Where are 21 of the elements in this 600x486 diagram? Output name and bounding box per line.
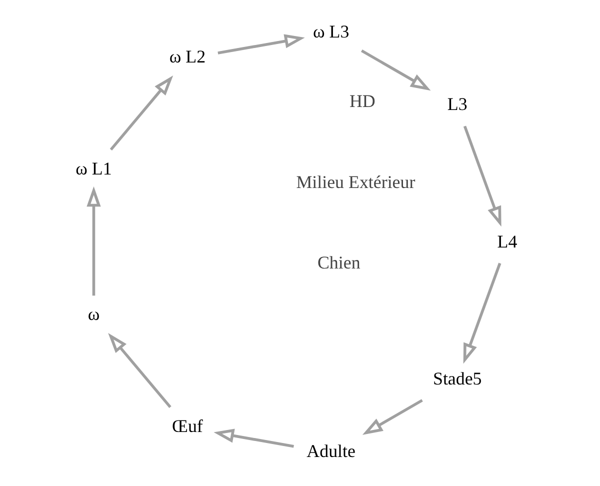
arrow	[362, 399, 422, 435]
node-text: Œuf	[172, 416, 202, 436]
node-text: L4	[496, 231, 517, 252]
arrow	[217, 34, 304, 54]
node-text: Stade5	[432, 368, 482, 388]
arrow	[360, 49, 430, 91]
arrow	[86, 186, 100, 296]
label: Chien	[316, 252, 360, 273]
node-text: Adulte	[306, 441, 355, 462]
node-text: ω L3	[312, 21, 349, 42]
label: Milieu Extérieur	[296, 172, 415, 192]
node-text: L3	[446, 94, 467, 114]
label: HD	[348, 91, 375, 112]
node-text: ω	[87, 304, 100, 324]
arrow	[213, 428, 294, 448]
node-text: ω L1	[75, 158, 112, 178]
arrow	[109, 75, 173, 150]
arrow	[462, 262, 501, 364]
node-text: ω L2	[168, 46, 206, 67]
arrow	[462, 126, 501, 227]
arrow	[108, 333, 171, 408]
